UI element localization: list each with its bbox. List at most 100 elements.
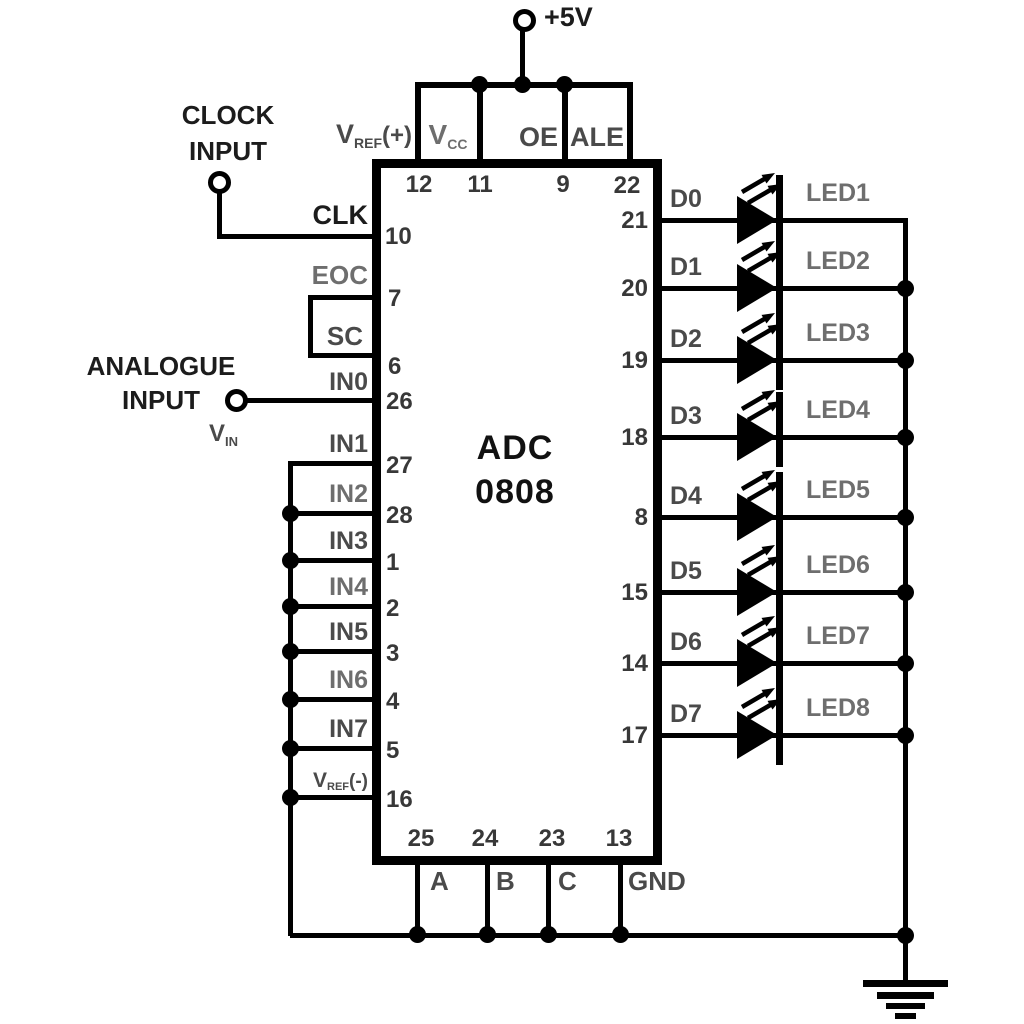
- pin-label-d4: D4: [670, 482, 702, 510]
- pin-number-4: 4: [386, 688, 400, 715]
- pin-number-22: 22: [613, 172, 641, 199]
- gnd-pin-wire: [618, 862, 623, 936]
- d7-wire: [662, 733, 908, 738]
- pin-number-28: 28: [386, 502, 413, 529]
- analogue-input-caption: ANALOGUE INPUT: [70, 349, 252, 417]
- junction-dot: [556, 76, 573, 93]
- vref-plus-sub: REF: [354, 135, 382, 151]
- rail-drop-vcc: [477, 85, 483, 160]
- pin-label-vref-minus: VREF(-): [280, 766, 368, 800]
- clock-wire-vertical: [217, 191, 222, 237]
- addr-c-wire: [546, 862, 551, 936]
- junction-dot: [897, 352, 914, 369]
- addr-b-wire: [485, 862, 490, 936]
- analogue-caption-line2: INPUT: [122, 385, 200, 415]
- pin-label-ale: ALE: [570, 122, 624, 152]
- power-label: +5V: [544, 2, 593, 32]
- pin-label-in4: IN4: [329, 573, 368, 601]
- pin-label-in7: IN7: [329, 715, 368, 743]
- pin-number-17: 17: [621, 722, 648, 749]
- clock-input-caption: CLOCK INPUT: [163, 97, 293, 169]
- d2-wire: [662, 358, 908, 363]
- eoc-sc-loop-top: [308, 295, 372, 300]
- junction-dot: [612, 926, 629, 943]
- pin-number-2: 2: [386, 595, 400, 622]
- d0-wire: [662, 218, 908, 223]
- pin-number-27: 27: [386, 452, 413, 479]
- led-label-6: LED6: [806, 551, 870, 579]
- pin-label-d2: D2: [670, 325, 702, 353]
- junction-dot: [479, 926, 496, 943]
- led-symbol: [700, 385, 796, 473]
- junction-dot: [282, 643, 299, 660]
- ground-symbol-bar: [895, 1013, 916, 1019]
- led-label-3: LED3: [806, 319, 870, 347]
- in0-wire: [246, 398, 372, 403]
- d6-wire: [662, 661, 908, 666]
- pin-label-in3: IN3: [329, 527, 368, 555]
- pin-number-11: 11: [467, 171, 493, 198]
- pin-label-gnd: GND: [628, 866, 686, 896]
- junction-dot: [897, 727, 914, 744]
- pin-label-in2: IN2: [329, 480, 368, 508]
- pin-number-13: 13: [605, 825, 633, 852]
- ground-symbol-bar: [877, 992, 934, 999]
- pin-label-in5: IN5: [329, 618, 368, 646]
- pin-number-18: 18: [621, 424, 648, 451]
- junction-dot: [897, 429, 914, 446]
- pin-number-26: 26: [386, 388, 413, 415]
- pin-label-c: C: [558, 866, 577, 896]
- junction-dot: [540, 926, 557, 943]
- pin-number-8: 8: [634, 504, 648, 531]
- chip-title-line2: 0808: [475, 473, 555, 511]
- pin-label-a: A: [430, 866, 449, 896]
- junction-dot: [514, 76, 531, 93]
- d1-wire: [662, 286, 908, 291]
- junction-dot: [282, 598, 299, 615]
- vref-minus-sub: REF: [327, 781, 350, 793]
- power-terminal: [513, 9, 536, 32]
- analogue-terminal: [225, 389, 248, 412]
- led-label-5: LED5: [806, 476, 870, 504]
- vcc-main: V: [428, 119, 448, 150]
- pin-label-d0: D0: [670, 185, 702, 213]
- rail-drop-ale: [627, 85, 633, 160]
- pin-label-d3: D3: [670, 402, 702, 430]
- junction-dot: [409, 926, 426, 943]
- junction-dot: [282, 691, 299, 708]
- pin-number-9: 9: [556, 171, 570, 198]
- in7-wire: [290, 746, 372, 751]
- pin-number-14: 14: [621, 650, 648, 677]
- pin-label-d6: D6: [670, 628, 702, 656]
- junction-dot: [897, 509, 914, 526]
- clock-wire-horizontal: [217, 234, 372, 239]
- pin-number-25: 25: [407, 825, 435, 852]
- pin-number-20: 20: [621, 275, 648, 302]
- pin-number-3: 3: [386, 640, 400, 667]
- pin-number-24: 24: [471, 825, 499, 852]
- vref-minus-main: V: [313, 769, 328, 792]
- junction-dot: [897, 584, 914, 601]
- junction-dot: [282, 789, 299, 806]
- pin-label-sc: SC: [326, 321, 363, 351]
- pin-label-clk: CLK: [312, 200, 369, 230]
- in1-wire: [290, 461, 372, 466]
- led-symbol: [700, 683, 796, 771]
- junction-dot: [282, 505, 299, 522]
- junction-dot: [897, 280, 914, 297]
- pin-label-vcc: VCC: [418, 119, 478, 157]
- pin-label-in1: IN1: [329, 430, 368, 458]
- in3-wire: [290, 558, 372, 563]
- pin-number-23: 23: [538, 825, 566, 852]
- pin-number-21: 21: [621, 207, 648, 234]
- pin-label-d7: D7: [670, 700, 702, 728]
- power-wire: [520, 30, 525, 85]
- d3-wire: [662, 435, 908, 440]
- eoc-sc-loop-left: [308, 295, 313, 358]
- pin-label-in6: IN6: [329, 666, 368, 694]
- pin-label-d1: D1: [670, 253, 702, 281]
- in2-wire: [290, 511, 372, 516]
- pin-label-d5: D5: [670, 557, 702, 585]
- led-label-8: LED8: [806, 694, 870, 722]
- rail-drop-oe: [562, 85, 568, 160]
